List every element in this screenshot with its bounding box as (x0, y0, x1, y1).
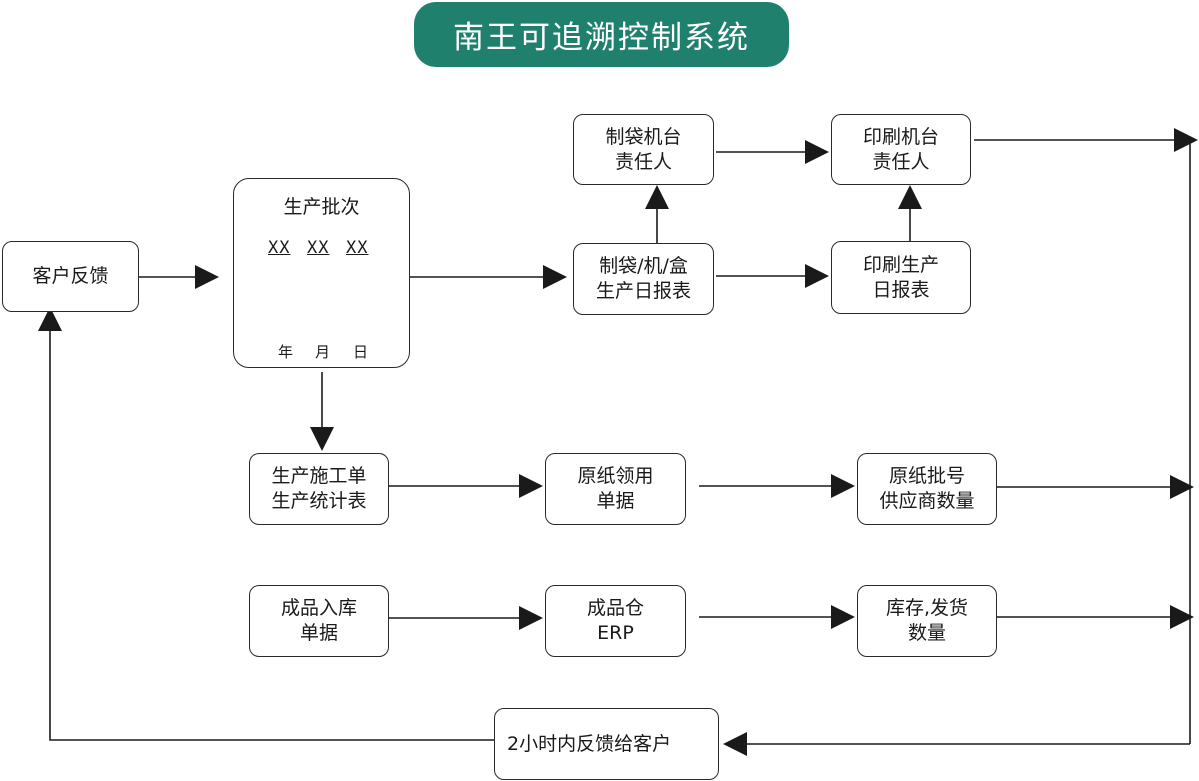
page-title: 南王可追溯控制系统 (414, 2, 789, 67)
batch-part-day: 日 (353, 343, 369, 361)
bag-machine-owner-line-1: 制袋机台 (605, 125, 682, 148)
bag-machine-owner-line-2: 责任人 (614, 150, 672, 173)
print-daily-report-node: 印刷生产 日报表 (831, 241, 971, 314)
production-batch-title: 生产批次 (283, 196, 360, 218)
batch-part-year: 年 (278, 343, 294, 361)
customer-feedback-node: 客户反馈 (2, 241, 139, 312)
paper-batch-line-2: 供应商数量 (879, 490, 975, 512)
work-order-line-1: 生产施工单 (271, 465, 367, 487)
print-machine-owner-line-2: 责任人 (872, 150, 930, 173)
print-daily-report-line-1: 印刷生产 (862, 253, 939, 276)
paper-requisition-line-1: 原纸领用 (577, 465, 654, 487)
batch-part-month: 月 (315, 343, 331, 361)
warehouse-receipt-line-1: 成品入库 (280, 597, 357, 619)
paper-batch-line-1: 原纸批号 (888, 465, 965, 487)
batch-code-month: XX (307, 238, 330, 258)
work-order-line-2: 生产统计表 (271, 490, 367, 512)
feedback-return-node: 2小时内反馈给客户 (494, 708, 719, 780)
arrow-return-to-feedback (38, 307, 494, 741)
batch-code-year: XX (268, 238, 291, 258)
bag-machine-owner-node: 制袋机台 责任人 (573, 114, 714, 185)
bag-daily-report-line-1: 制袋/机/盒 (599, 255, 688, 277)
stock-shipping-node: 库存,发货 数量 (857, 585, 997, 657)
print-daily-report-line-2: 日报表 (872, 278, 930, 301)
customer-feedback-label: 客户反馈 (32, 265, 109, 287)
paper-requisition-line-2: 单据 (596, 490, 635, 512)
work-order-node: 生产施工单 生产统计表 (249, 453, 389, 525)
bag-daily-report-line-2: 生产日报表 (595, 280, 691, 302)
paper-requisition-node: 原纸领用 单据 (545, 453, 686, 525)
warehouse-receipt-line-2: 单据 (299, 622, 338, 644)
print-machine-owner-node: 印刷机台 责任人 (831, 114, 971, 185)
feedback-return-label: 2小时内反馈给客户 (507, 732, 672, 755)
batch-code-day: XX (346, 238, 369, 258)
warehouse-erp-line-1: 成品仓 (586, 597, 644, 619)
warehouse-receipt-node: 成品入库 单据 (249, 585, 389, 657)
warehouse-erp-line-2: ERP (597, 622, 634, 644)
warehouse-erp-node: 成品仓 ERP (545, 585, 686, 657)
paper-batch-node: 原纸批号 供应商数量 (857, 453, 997, 525)
stock-shipping-line-2: 数量 (907, 622, 946, 644)
bag-daily-report-node: 制袋/机/盒 生产日报表 (573, 243, 714, 315)
print-machine-owner-line-1: 印刷机台 (862, 125, 939, 148)
production-batch-node: 生产批次 XX XX XX 年 月 日 (233, 178, 410, 368)
stock-shipping-line-1: 库存,发货 (885, 597, 969, 619)
